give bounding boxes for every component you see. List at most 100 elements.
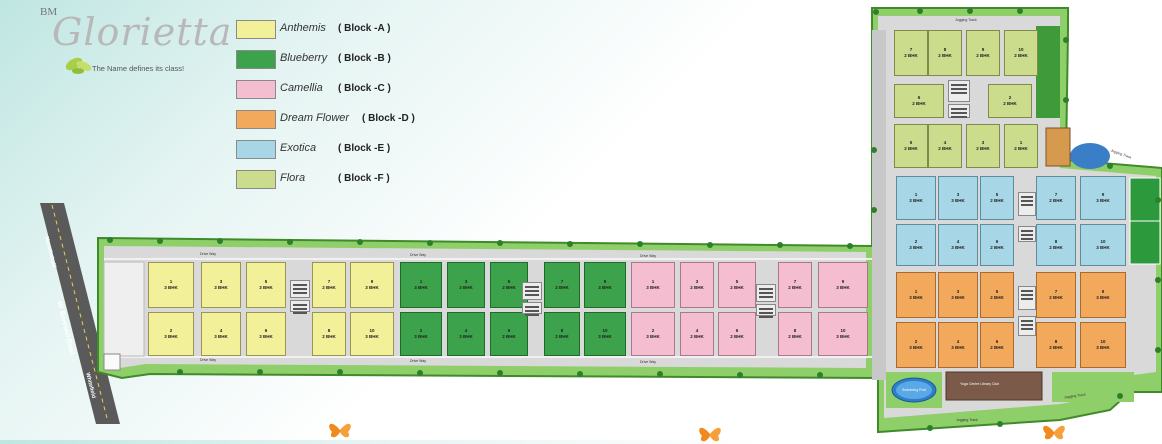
butterfly-icon <box>329 423 351 438</box>
legend-swatch <box>236 50 276 69</box>
unit-number: 5 <box>264 279 268 284</box>
unit-number: 3 <box>695 279 699 284</box>
unit-type: 3 BHK <box>365 285 379 290</box>
unit-type: 2 BHK <box>1049 198 1063 203</box>
unit-type: 2 BHK <box>976 53 990 58</box>
unit-type: 3 BHK <box>909 345 923 350</box>
parking-area <box>103 261 145 357</box>
unit-type: 3 BHK <box>459 285 473 290</box>
basketball-court <box>1045 127 1071 167</box>
unit-number: 7 <box>1054 289 1058 294</box>
unit-number: 3 <box>981 140 985 145</box>
unit-type: 3 BHK <box>414 334 428 339</box>
unit-number: 6 <box>507 328 511 333</box>
unit-type: 2 BHK <box>990 245 1004 250</box>
garden-northeast <box>1036 26 1060 118</box>
unit-number: 8 <box>560 328 564 333</box>
unit-type: 3 BHK <box>598 285 612 290</box>
unit-number: 3 <box>219 279 223 284</box>
lift-core <box>1018 286 1036 310</box>
unit-type: 2 BHK <box>1003 101 1017 106</box>
label-drive-way-4: Drive Way <box>200 358 217 362</box>
unit-type: 2 BHK <box>1049 245 1063 250</box>
legend-block-code: ( Block -F ) <box>338 173 390 184</box>
unit-type: 2 BHK <box>788 285 802 290</box>
unit-number: 5 <box>507 279 511 284</box>
brand-name: Glorietta <box>52 10 233 54</box>
legend-block-code: ( Block -D ) <box>362 113 415 124</box>
unit-type: 3 BHK <box>164 334 178 339</box>
unit-type: 2 BHK <box>1049 295 1063 300</box>
unit-type: 2 BHK <box>555 285 569 290</box>
club-house <box>945 371 1043 401</box>
lift-core <box>756 304 776 318</box>
unit-number: 2 <box>169 328 173 333</box>
unit-type: 2 BHK <box>690 285 704 290</box>
legend-label: Blueberry <box>280 52 328 64</box>
legend-swatch <box>236 80 276 99</box>
unit-type: 2 BHK <box>990 295 1004 300</box>
unit-type: 2 BHK <box>938 146 952 151</box>
unit-type: 3 BHK <box>646 285 660 290</box>
